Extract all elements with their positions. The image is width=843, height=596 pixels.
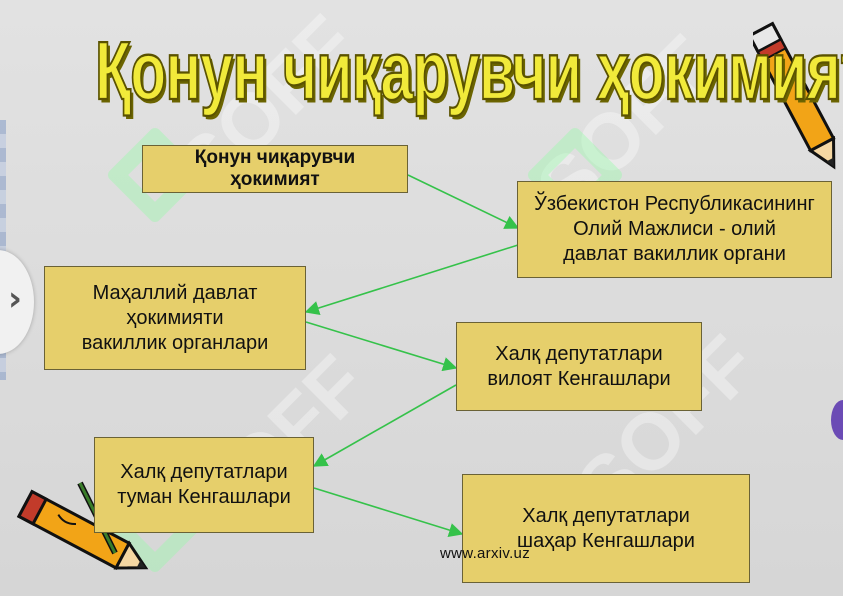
chevron-right-icon: ›: [7, 279, 22, 319]
box-local-bodies: Маҳаллий давлат ҳокимияти вакиллик орган…: [44, 266, 306, 370]
box-legislative-power: Қонун чиқарувчи ҳокимият: [142, 145, 408, 193]
arrow-to-oliy-majlis: [407, 174, 520, 229]
box-oliy-majlis: Ўзбекистон Республикасининг Олий Мажлиси…: [517, 181, 832, 278]
box-district-councils: Халқ депутатлари туман Кенгашлари: [94, 437, 314, 533]
footer-url: www.arxiv.uz: [440, 545, 531, 562]
pencil-icon: [753, 21, 836, 170]
arrow-to-local-bodies: [304, 244, 519, 315]
purple-shape: [831, 400, 843, 440]
arrow-to-regional: [305, 321, 458, 372]
box-city-councils: Халқ депутатлари шаҳар Кенгашлари: [462, 474, 750, 583]
arrow-to-city: [313, 487, 464, 538]
arrow-to-district: [312, 384, 457, 467]
pencil-icon: [16, 489, 149, 570]
box-regional-councils: Халқ депутатлари вилоят Кенгашлари: [456, 322, 702, 411]
